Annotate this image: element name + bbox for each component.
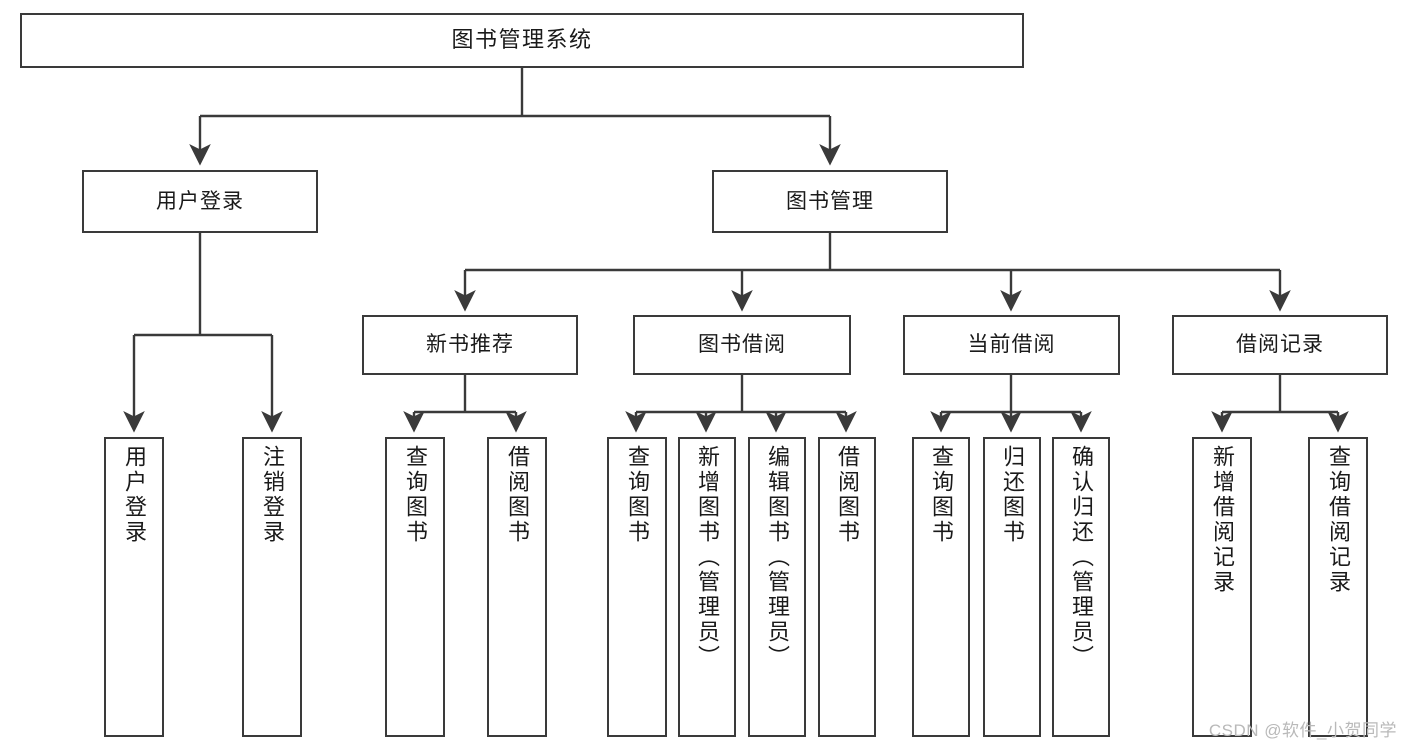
node-borrow-record[interactable]: 借阅记录 — [1172, 315, 1388, 375]
leaf-label: 新增借阅记录 — [1210, 445, 1235, 595]
leaf-user-login-logout[interactable]: 注销登录 — [242, 437, 302, 737]
node-book-manage-label: 图书管理 — [786, 189, 874, 213]
node-book-borrow-label: 图书借阅 — [698, 333, 786, 357]
leaf-current-borrow-query[interactable]: 查询图书 — [912, 437, 970, 737]
leaf-label: 用户登录 — [122, 445, 147, 545]
leaf-label: 确认归还（管理员） — [1069, 445, 1094, 670]
leaf-label: 借阅图书 — [505, 445, 530, 545]
leaf-label: 编辑图书（管理员） — [765, 445, 790, 670]
node-book-borrow[interactable]: 图书借阅 — [633, 315, 851, 375]
leaf-current-borrow-confirm[interactable]: 确认归还（管理员） — [1052, 437, 1110, 737]
node-book-manage[interactable]: 图书管理 — [712, 170, 948, 233]
leaf-label: 查询图书 — [403, 445, 428, 545]
leaf-label: 新增图书（管理员） — [695, 445, 720, 670]
node-current-borrow[interactable]: 当前借阅 — [903, 315, 1120, 375]
leaf-label: 查询图书 — [929, 445, 954, 545]
leaf-borrow-record-query[interactable]: 查询借阅记录 — [1308, 437, 1368, 737]
leaf-book-borrow-borrow[interactable]: 借阅图书 — [818, 437, 876, 737]
node-root-label: 图书管理系统 — [451, 27, 593, 53]
leaf-current-borrow-return[interactable]: 归还图书 — [983, 437, 1041, 737]
leaf-book-borrow-query[interactable]: 查询图书 — [607, 437, 667, 737]
leaf-label: 借阅图书 — [835, 445, 860, 545]
leaf-book-borrow-add[interactable]: 新增图书（管理员） — [678, 437, 736, 737]
leaf-borrow-record-add[interactable]: 新增借阅记录 — [1192, 437, 1252, 737]
leaf-book-borrow-edit[interactable]: 编辑图书（管理员） — [748, 437, 806, 737]
leaf-user-login-login[interactable]: 用户登录 — [104, 437, 164, 737]
leaf-label: 注销登录 — [260, 445, 285, 545]
node-current-borrow-label: 当前借阅 — [967, 333, 1056, 357]
leaf-label: 查询图书 — [625, 445, 650, 545]
leaf-label: 归还图书 — [1000, 445, 1025, 545]
leaf-new-book-query[interactable]: 查询图书 — [385, 437, 445, 737]
node-new-book-recommend[interactable]: 新书推荐 — [362, 315, 578, 375]
node-borrow-record-label: 借阅记录 — [1236, 333, 1324, 357]
node-user-login-label: 用户登录 — [156, 189, 244, 213]
node-user-login[interactable]: 用户登录 — [82, 170, 318, 233]
leaf-new-book-borrow[interactable]: 借阅图书 — [487, 437, 547, 737]
leaf-label: 查询借阅记录 — [1326, 445, 1351, 595]
node-root[interactable]: 图书管理系统 — [20, 13, 1024, 68]
csdn-watermark: CSDN @软件_小贺同学 — [1208, 721, 1397, 740]
node-new-book-recommend-label: 新书推荐 — [426, 333, 514, 357]
